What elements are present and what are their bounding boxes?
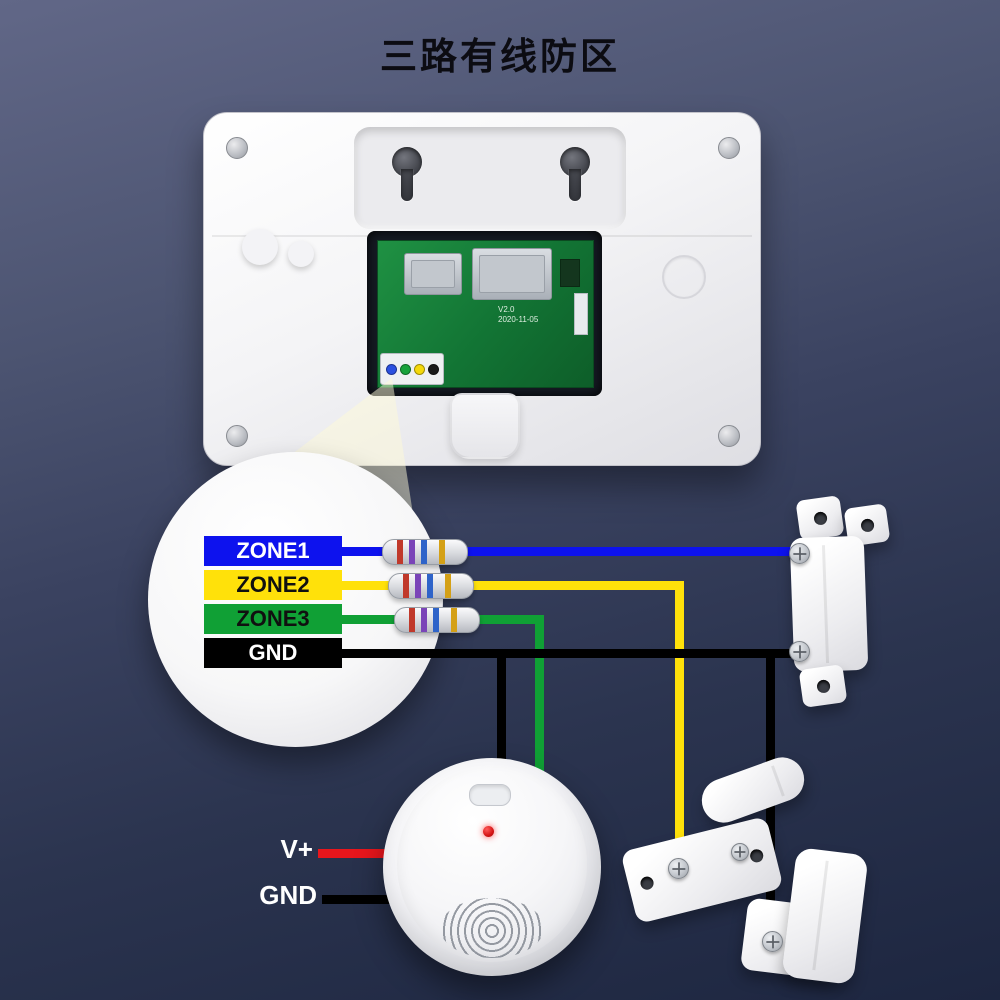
terminal-screw-zone2 [668,858,689,879]
corner-screw-top-left [226,137,248,159]
gnd-label: GND [259,880,317,910]
keyhole-slot-left [392,147,422,203]
eol-resistor-zone1 [382,539,468,565]
resistor-band [445,574,451,598]
resistor-band [403,574,409,598]
zone3-label-bar: ZONE3 [204,604,342,634]
speaker-ring [662,255,706,299]
page-title: 三路有线防区 [380,36,620,77]
zone2-label-bar: ZONE2 [204,570,342,600]
zone3-wire-vertical [535,615,544,775]
eol-resistor-zone3 [394,607,480,633]
resistor-band [409,540,415,564]
resistor-band [409,608,415,632]
resistor-band [439,540,445,564]
gnd-label-bar: GND [204,638,342,668]
keyhole-stem [401,169,413,201]
keyhole-slot-right [560,147,590,203]
terminal-screw-zone1 [789,543,810,564]
hinge-bump-1 [242,229,278,265]
door-sensor-2-magnet [695,751,811,829]
resistor-band [421,540,427,564]
vplus-wire [318,849,392,858]
pcb-chip [560,259,580,287]
sim-slot-cover [479,255,545,293]
keyhole-stem [569,169,581,201]
battery-compartment: V2.0 2020-11-05 [367,231,602,396]
terminal-screw-gnd-2 [762,931,783,952]
zone1-label-bar: ZONE1 [204,536,342,566]
pcb-silkscreen-text: V2.0 2020-11-05 [498,305,538,326]
corner-screw-bottom-left [226,425,248,447]
terminal-wire-dot-green [400,364,411,375]
eol-resistor-zone2 [388,573,474,599]
magnet-groove [771,765,785,797]
sim-slot-small [404,253,462,295]
gnd-wire-horizontal [342,649,804,658]
resistor-band [415,574,421,598]
smoke-gnd-wire [322,895,394,904]
wiring-terminal-block [380,353,444,385]
terminal-screw-gnd-1 [789,641,810,662]
pcb-version-text: V2.0 [498,305,515,314]
magnet-bar [781,847,869,985]
test-button [469,784,511,806]
pcb-connector [574,293,588,335]
resistor-band [397,540,403,564]
mount-hole [859,517,875,533]
magnet-groove [812,860,829,971]
smoke-detector [383,758,601,976]
zone2-wire-horizontal [342,581,684,590]
door-sensor-1-mount-ear-bottom [798,664,848,708]
pcb-date-text: 2020-11-05 [498,315,539,325]
resistor-band [451,608,457,632]
terminal-wire-dot-black [428,364,439,375]
sim-slot-large [472,248,552,300]
corner-screw-bottom-right [718,425,740,447]
mounting-recess [354,127,626,229]
terminal-wire-dot-blue [386,364,397,375]
hinge-bump-2 [288,241,314,267]
vplus-label: V+ [280,834,313,864]
mount-hole [812,510,828,526]
alarm-led [483,826,494,837]
zone1-wire [342,547,804,556]
alarm-panel-back: V2.0 2020-11-05 [203,112,761,466]
door-sensor-1-mount-ear-top [795,495,845,541]
plate-screw [731,843,749,861]
sensor-groove [821,545,830,664]
resistor-band [421,608,427,632]
resistor-band [427,574,433,598]
main-pcb: V2.0 2020-11-05 [377,240,594,388]
sim-slot-cover [411,260,455,288]
speaker-grille [440,898,544,958]
mount-hole [815,678,831,694]
terminal-wire-dot-yellow [414,364,425,375]
mount-hole [748,847,765,864]
resistor-band [433,608,439,632]
bottom-clip-tab [450,393,520,459]
corner-screw-top-right [718,137,740,159]
mount-hole [639,875,655,892]
gnd-wire-to-smoke [497,649,506,767]
zone2-wire-vertical [675,581,684,871]
